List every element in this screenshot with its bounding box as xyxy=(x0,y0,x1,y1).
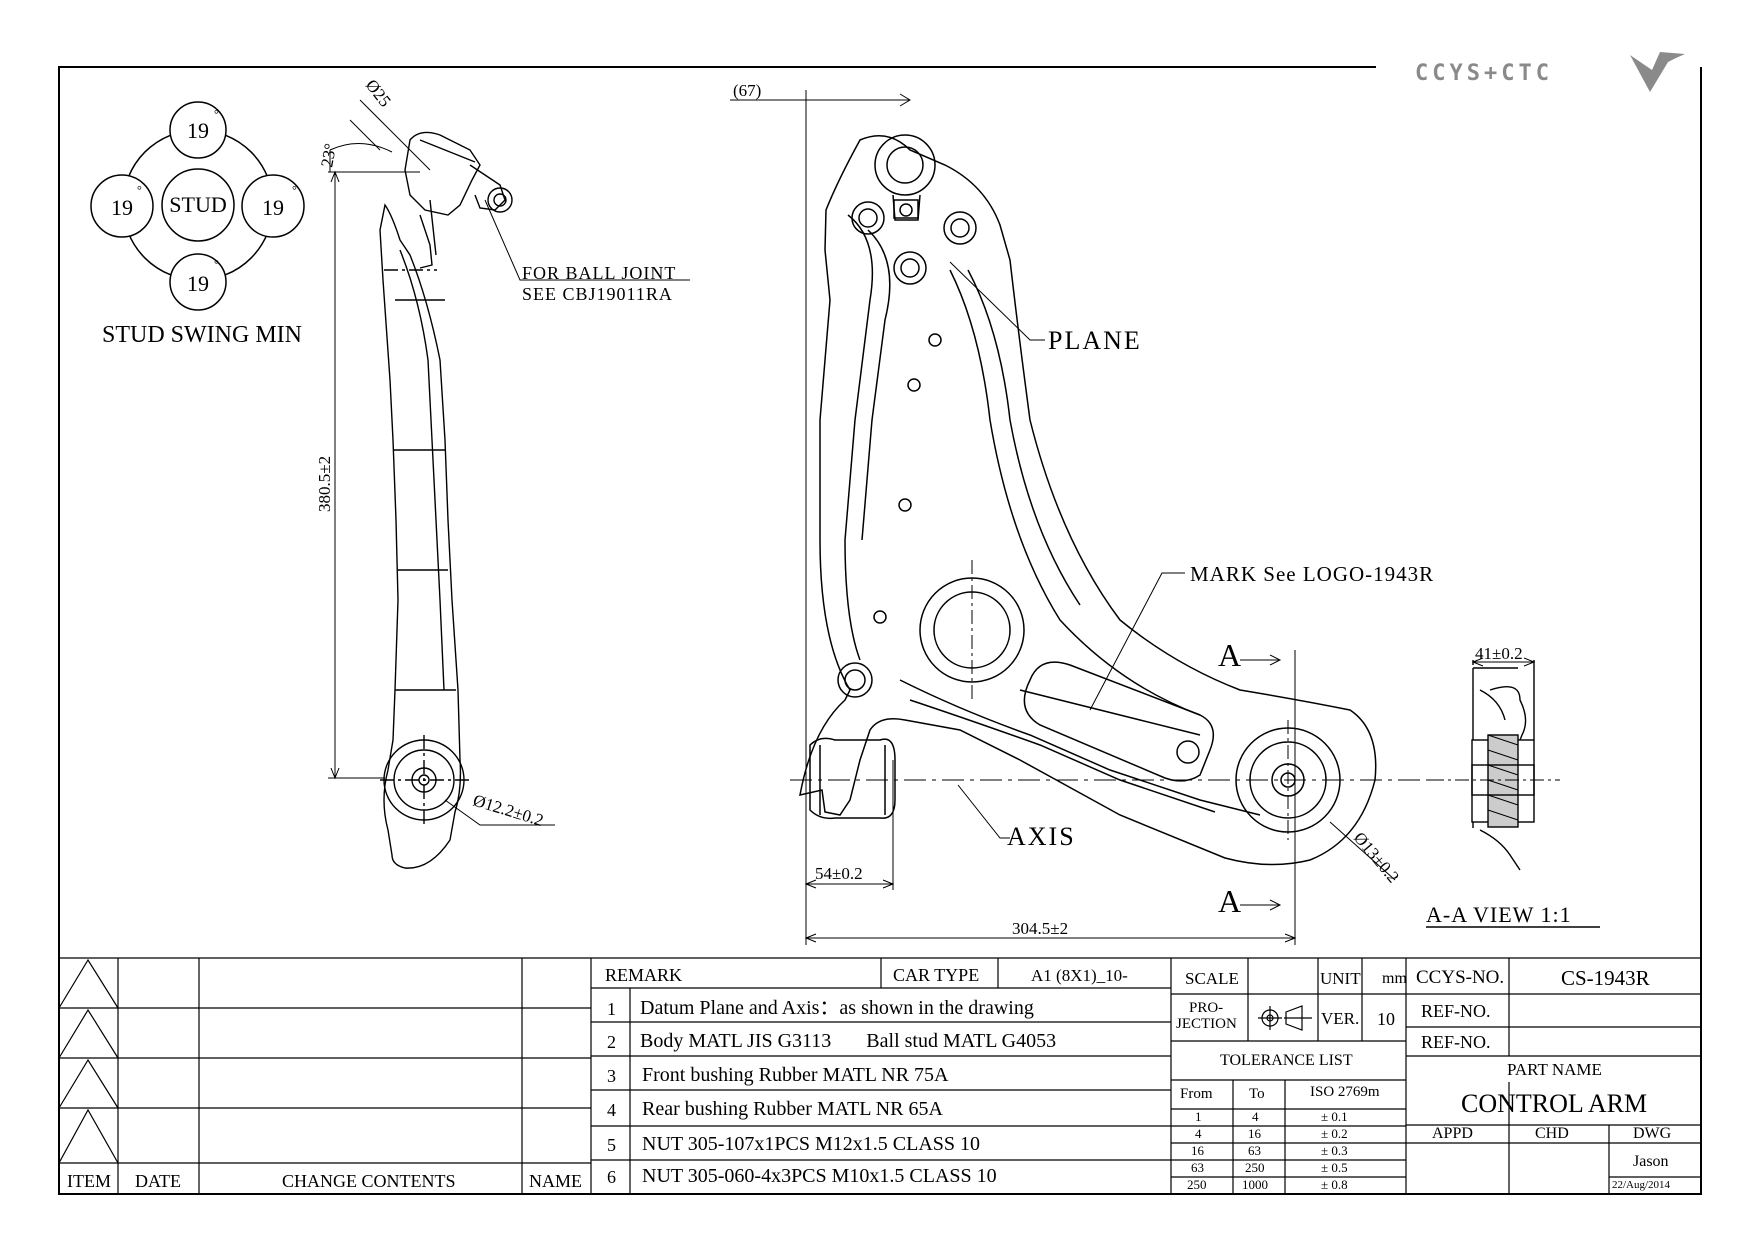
section-caption: A-A VIEW 1:1 xyxy=(1426,902,1572,927)
label-mark-logo: MARK See LOGO-1943R xyxy=(1190,562,1434,586)
tol-val-3: ± 0.3 xyxy=(1321,1143,1348,1158)
logo-wing-icon xyxy=(1630,52,1685,92)
ref-no-label-2: REF-NO. xyxy=(1421,1032,1491,1052)
rev-header-date: DATE xyxy=(135,1171,181,1191)
ver-label: VER. xyxy=(1321,1009,1360,1028)
dim-67: (67) xyxy=(733,81,761,100)
dwg-date: 22/Aug/2014 xyxy=(1612,1179,1671,1191)
section-a-bottom: A xyxy=(1218,883,1241,919)
remark-no-5: 5 xyxy=(607,1135,616,1155)
tol-header-to: To xyxy=(1249,1086,1265,1102)
remark-no-3: 3 xyxy=(607,1066,616,1086)
rev-header-item: ITEM xyxy=(67,1171,111,1191)
stud-swing-deg-top: ° xyxy=(214,107,219,121)
dim-54: 54±0.2 xyxy=(815,864,863,883)
side-view-dimensions xyxy=(328,99,690,826)
tol-header-from: From xyxy=(1180,1086,1213,1102)
title-block-grid xyxy=(58,957,1701,1194)
projection-label-2: JECTION xyxy=(1176,1016,1237,1032)
tol-to-3: 63 xyxy=(1248,1143,1261,1158)
remark-text-3: Front bushing Rubber MATL NR 75A xyxy=(642,1064,949,1086)
car-type-label: CAR TYPE xyxy=(893,965,980,985)
remark-text-5: NUT 305-107x1PCS M12x1.5 CLASS 10 xyxy=(642,1133,981,1155)
dim-23deg: 23° xyxy=(317,142,340,169)
remark-text-4: Rear bushing Rubber MATL NR 65A xyxy=(642,1098,943,1120)
stud-swing-left: 19 xyxy=(111,195,133,220)
stud-swing-bottom: 19 xyxy=(187,271,209,296)
appd-label: APPD xyxy=(1432,1125,1473,1142)
label-axis: AXIS xyxy=(1007,822,1076,851)
rev-header-name: NAME xyxy=(529,1171,582,1191)
stud-swing-deg-bottom: ° xyxy=(214,257,219,271)
car-type-value: A1 (8X1)_10- xyxy=(1031,966,1128,985)
stud-swing-deg-left: ° xyxy=(137,183,142,197)
ccys-no-label: CCYS-NO. xyxy=(1416,967,1505,988)
part-name-value: CONTROL ARM xyxy=(1461,1089,1648,1118)
tol-to-2: 16 xyxy=(1248,1126,1261,1141)
ref-no-label-1: REF-NO. xyxy=(1421,1001,1491,1021)
side-view xyxy=(379,131,513,869)
unit-label: UNIT xyxy=(1320,969,1361,988)
dim-phi13: Ø13±0.2 xyxy=(1350,828,1403,886)
tol-to-5: 1000 xyxy=(1242,1177,1268,1192)
remark-no-4: 4 xyxy=(607,1100,616,1120)
remark-text-2: Body MATL JIS G3113 Ball stud MATL G4053 xyxy=(640,1030,1057,1052)
tol-from-2: 4 xyxy=(1195,1126,1202,1141)
title-block: ITEM DATE CHANGE CONTENTS NAME REMARK CA… xyxy=(59,958,1701,1194)
remark-no-6: 6 xyxy=(607,1167,616,1187)
projection-label-1: PRO- xyxy=(1189,1000,1224,1016)
tol-to-1: 4 xyxy=(1252,1109,1259,1124)
stud-swing-deg-right: ° xyxy=(292,183,297,197)
brand-logo-text: CCYS+CTC xyxy=(1415,61,1553,86)
stud-swing-diagram xyxy=(90,101,305,311)
tol-val-1: ± 0.1 xyxy=(1321,1109,1348,1124)
remark-no-2: 2 xyxy=(607,1032,616,1052)
remark-header: REMARK xyxy=(605,965,683,985)
remark-text-6: NUT 305-060-4x3PCS M10x1.5 CLASS 10 xyxy=(642,1165,997,1187)
main-view xyxy=(790,134,1430,866)
scale-label: SCALE xyxy=(1185,969,1239,988)
tol-header-iso: ISO 2769m xyxy=(1310,1084,1380,1100)
note-ball-joint-1: FOR BALL JOINT xyxy=(522,263,676,283)
section-a-top: A xyxy=(1218,637,1241,673)
dim-hole-12: Ø12.2±0.2 xyxy=(471,791,546,830)
dwg-name: Jason xyxy=(1633,1153,1669,1170)
remark-no-1: 1 xyxy=(607,999,616,1019)
tol-from-5: 250 xyxy=(1187,1177,1207,1192)
brand-logo: CCYS+CTC xyxy=(1415,52,1685,92)
rev-header-contents: CHANGE CONTENTS xyxy=(282,1171,456,1191)
projection-symbol-icon xyxy=(1258,1005,1312,1031)
note-ball-joint-2: SEE CBJ19011RA xyxy=(522,284,673,304)
stud-swing-center: STUD xyxy=(169,192,226,217)
section-a-a-view xyxy=(1426,657,1600,928)
dim-304: 304.5±2 xyxy=(1012,919,1068,938)
unit-value: mm xyxy=(1382,970,1407,987)
tol-from-1: 1 xyxy=(1195,1109,1202,1124)
part-name-label: PART NAME xyxy=(1507,1060,1602,1079)
tol-to-4: 250 xyxy=(1245,1160,1265,1175)
remark-text-1: Datum Plane and Axis：as shown in the dra… xyxy=(640,997,1034,1019)
tol-from-4: 63 xyxy=(1191,1160,1204,1175)
tolerance-title: TOLERANCE LIST xyxy=(1220,1052,1353,1069)
stud-swing-top: 19 xyxy=(187,118,209,143)
dim-41: 41±0.2 xyxy=(1475,644,1523,663)
tol-val-2: ± 0.2 xyxy=(1321,1126,1348,1141)
stud-swing-right: 19 xyxy=(262,195,284,220)
ccys-no-value: CS-1943R xyxy=(1561,966,1650,990)
sheet-border xyxy=(58,66,1702,1195)
main-view-dimensions xyxy=(730,90,1396,945)
tol-from-3: 16 xyxy=(1191,1143,1204,1158)
ver-value: 10 xyxy=(1377,1009,1395,1029)
dwg-label: DWG xyxy=(1633,1125,1672,1142)
label-plane: PLANE xyxy=(1048,326,1142,355)
dim-phi25: Ø25 xyxy=(362,76,395,111)
dim-height-380: 380.5±2 xyxy=(315,456,334,512)
chd-label: CHD xyxy=(1535,1125,1569,1142)
tol-val-5: ± 0.8 xyxy=(1321,1177,1348,1192)
tol-val-4: ± 0.5 xyxy=(1321,1160,1348,1175)
stud-swing-caption: STUD SWING MIN xyxy=(102,322,302,348)
